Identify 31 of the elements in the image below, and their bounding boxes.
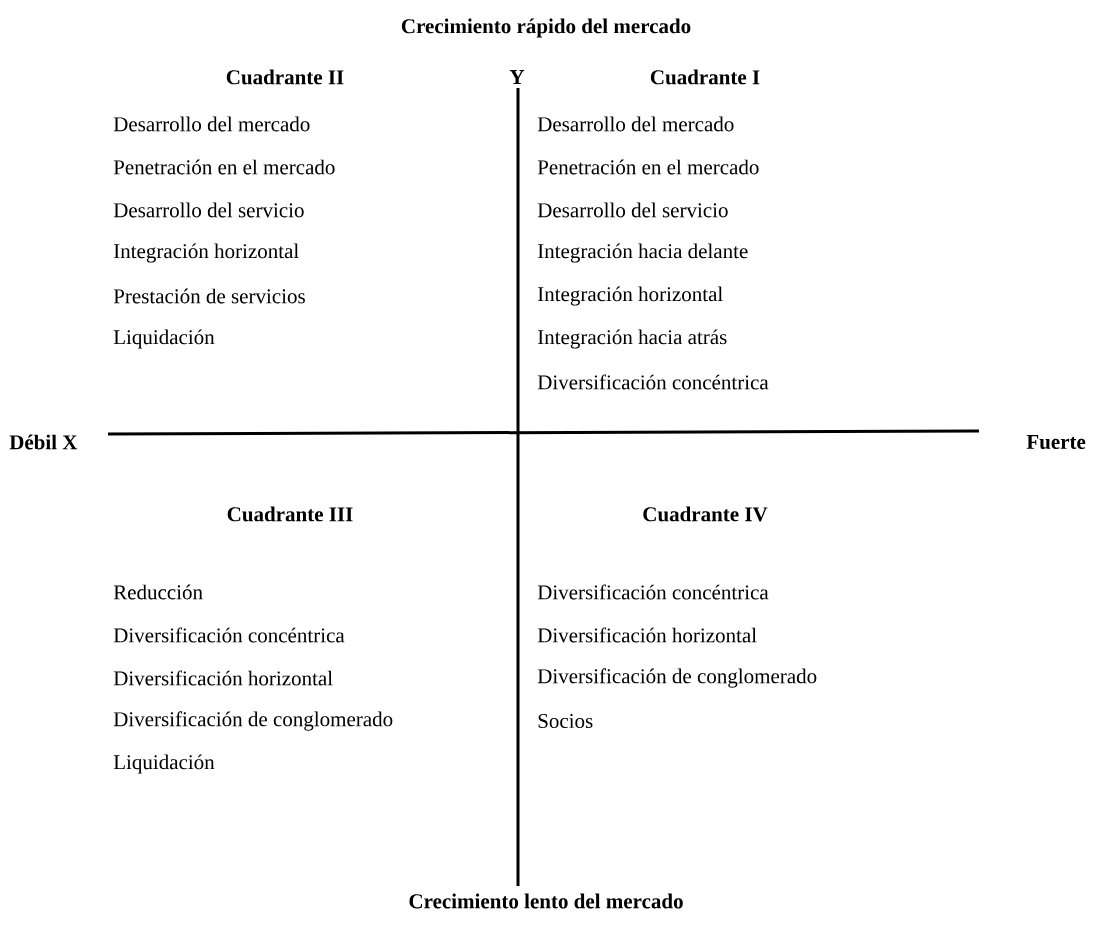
strategy-item: Integración horizontal bbox=[113, 243, 299, 263]
axis-label: Débil X bbox=[9, 434, 78, 450]
quadrant-heading: Cuadrante IV bbox=[643, 506, 768, 522]
strategy-item: Diversificación de conglomerado bbox=[113, 711, 393, 731]
strategy-item: Diversificación horizontal bbox=[537, 627, 757, 643]
strategy-item: Desarrollo del mercado bbox=[537, 116, 734, 132]
strategy-item: Penetración en el mercado bbox=[113, 159, 335, 175]
strategy-item: Desarrollo del servicio bbox=[537, 202, 728, 218]
strategy-item: Diversificación de conglomerado bbox=[537, 668, 817, 688]
strategy-item: Integración hacia atrás bbox=[537, 329, 727, 349]
axis-label: Fuerte bbox=[1026, 435, 1086, 449]
strategy-item: Penetración en el mercado bbox=[537, 159, 759, 175]
strategy-item: Integración hacia delante bbox=[537, 243, 748, 263]
strategy-item: Diversificación concéntrica bbox=[113, 627, 345, 643]
strategy-item: Liquidación bbox=[113, 754, 215, 774]
quadrant-heading: Cuadrante I bbox=[650, 69, 760, 85]
strategy-item: Diversificación concéntrica bbox=[537, 374, 769, 390]
quadrant-heading: Cuadrante II bbox=[226, 69, 344, 85]
strategy-item: Prestación de servicios bbox=[113, 288, 305, 304]
strategy-item: Desarrollo del servicio bbox=[113, 202, 304, 218]
strategy-item: Integración horizontal bbox=[537, 286, 723, 306]
strategy-item: Diversificación horizontal bbox=[113, 670, 333, 686]
strategy-item: Liquidación bbox=[113, 329, 215, 349]
axis-label: Crecimiento lento del mercado bbox=[409, 893, 683, 909]
axis-label: Crecimiento rápido del mercado bbox=[401, 18, 691, 38]
axis-label: Y bbox=[509, 70, 525, 84]
strategy-item: Reducción bbox=[113, 584, 203, 600]
strategy-item: Socios bbox=[538, 713, 593, 729]
quadrant-heading: Cuadrante III bbox=[227, 506, 353, 522]
strategy-item: Desarrollo del mercado bbox=[113, 116, 310, 132]
strategy-item: Diversificación concéntrica bbox=[537, 584, 769, 600]
